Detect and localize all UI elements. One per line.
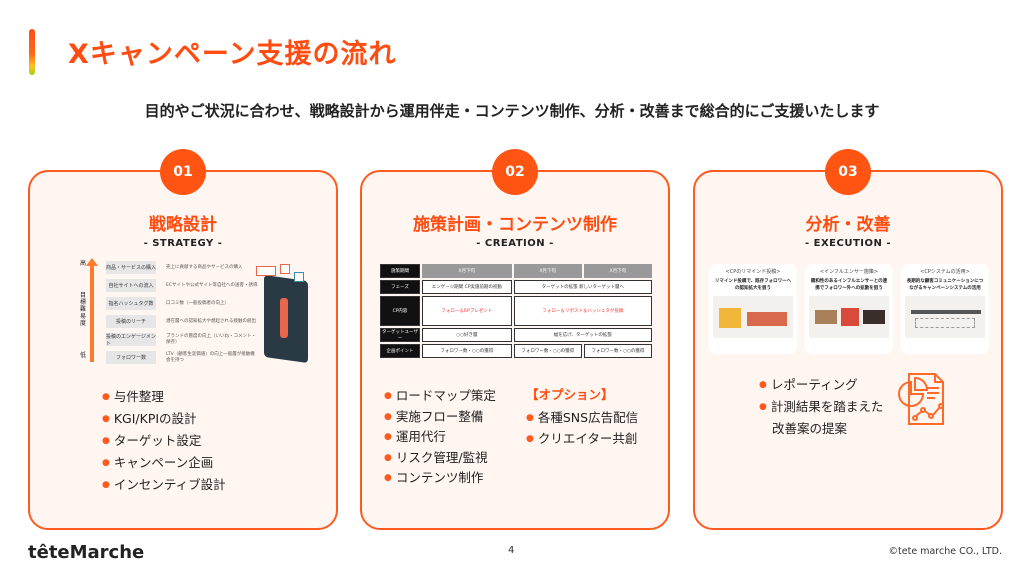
axis-label: 目標難易度	[80, 292, 87, 327]
list-item: 運用代行	[384, 427, 496, 448]
image-icon	[280, 264, 290, 274]
lead-text: 目的やご状況に合わせ、戦略設計から運用伴走・コンテンツ制作、分析・改善まで総合的…	[144, 102, 880, 120]
card-execution: 03 分析・改善 - EXECUTION - <CPのリマインド投稿>リマインド…	[693, 149, 1003, 530]
list-item: KGI/KPIの設計	[102, 408, 226, 430]
list-item: リスク管理/監視	[384, 448, 496, 469]
goal-row: 投稿のリーチ潜在層への認知拡大や想起される接触の創出	[106, 314, 258, 329]
arrow-head-icon	[86, 258, 98, 266]
list-item: 与件整理	[102, 386, 226, 408]
list-item: 実施フロー整備	[384, 407, 496, 428]
list-item: 計測結果を踏まえた改善案の提案	[759, 396, 889, 440]
creation-list: ロードマップ策定 実施フロー整備 運用代行 リスク管理/監視 コンテンツ制作	[384, 386, 496, 489]
list-item: インセンティブ設計	[102, 474, 226, 496]
post-card-illustration	[256, 266, 276, 276]
execution-list: レポーティング 計測結果を踏まえた改善案の提案	[759, 374, 889, 440]
axis-high: 高	[80, 260, 87, 267]
list-item: キャンペーン企画	[102, 452, 226, 474]
arrow-up-icon	[90, 262, 94, 362]
list-item: ターゲット設定	[102, 430, 226, 452]
goal-row: 指名ハッシュタグ数口コミ数（一般投稿者の向上）	[106, 296, 258, 311]
card-title: 戦略設計	[149, 215, 217, 235]
person-illustration	[280, 298, 288, 338]
step-number: 02	[492, 149, 538, 195]
message-icon	[294, 272, 304, 282]
case-thumbnail: <CPシステムの活用>長期的な顧客コミュニケーションにつながるキャンペーンシステ…	[901, 264, 989, 354]
list-item: コンテンツ制作	[384, 468, 496, 489]
copyright: ©tete marche CO., LTD.	[888, 546, 1002, 557]
strategy-list: 与件整理 KGI/KPIの設計 ターゲット設定 キャンペーン企画 インセンティブ…	[102, 386, 226, 496]
company-logo: têteMarche	[28, 542, 144, 563]
option-heading: 【オプション】	[526, 387, 614, 402]
axis-low: 低	[80, 352, 87, 359]
card-title: 施策計画・コンテンツ制作	[413, 215, 617, 235]
page-title: Xキャンペーン支援の流れ	[68, 39, 397, 70]
case-thumbnail: <インフルエンサー施策>親和性のあるインフルエンサーとの連携でフォロワー外への拡…	[805, 264, 893, 354]
card-strategy: 01 戦略設計 - STRATEGY - 高 目標難易度 低 商品・サービスの購…	[28, 149, 338, 530]
list-item: レポーティング	[759, 374, 889, 396]
strategy-diagram: 高 目標難易度 低 商品・サービスの購入売上に貢献する商品やサービスの購入 自社…	[80, 258, 320, 365]
card-subtitle: - EXECUTION -	[804, 238, 891, 249]
case-thumbnail: <CPのリマインド投稿>リマインド投稿で、既存フォロワーへの認知拡大を狙う	[709, 264, 797, 354]
company-logo-text: têteMarche	[28, 542, 145, 563]
title-accent-bar	[29, 29, 35, 75]
step-number: 01	[160, 149, 206, 195]
card-subtitle: - STRATEGY -	[143, 238, 223, 249]
card-title: 分析・改善	[805, 215, 891, 235]
list-item: ロードマップ策定	[384, 386, 496, 407]
option-list: 各種SNS広告配信 クリエイター共創	[526, 408, 638, 449]
goal-row: 投稿のエンゲージメントブランドの態度の向上（いいね・コメント・保存）	[106, 333, 256, 347]
step-number: 03	[825, 149, 871, 195]
goal-row: 商品・サービスの購入売上に貢献する商品やサービスの購入	[106, 260, 258, 275]
page-number: 4	[508, 545, 515, 556]
card-subtitle: - CREATION -	[476, 238, 554, 249]
case-screenshots: <CPのリマインド投稿>リマインド投稿で、既存フォロワーへの認知拡大を狙う <イ…	[709, 264, 989, 354]
list-item: クリエイター共創	[526, 429, 638, 450]
list-item: 各種SNS広告配信	[526, 408, 638, 429]
report-chart-icon	[898, 373, 944, 425]
